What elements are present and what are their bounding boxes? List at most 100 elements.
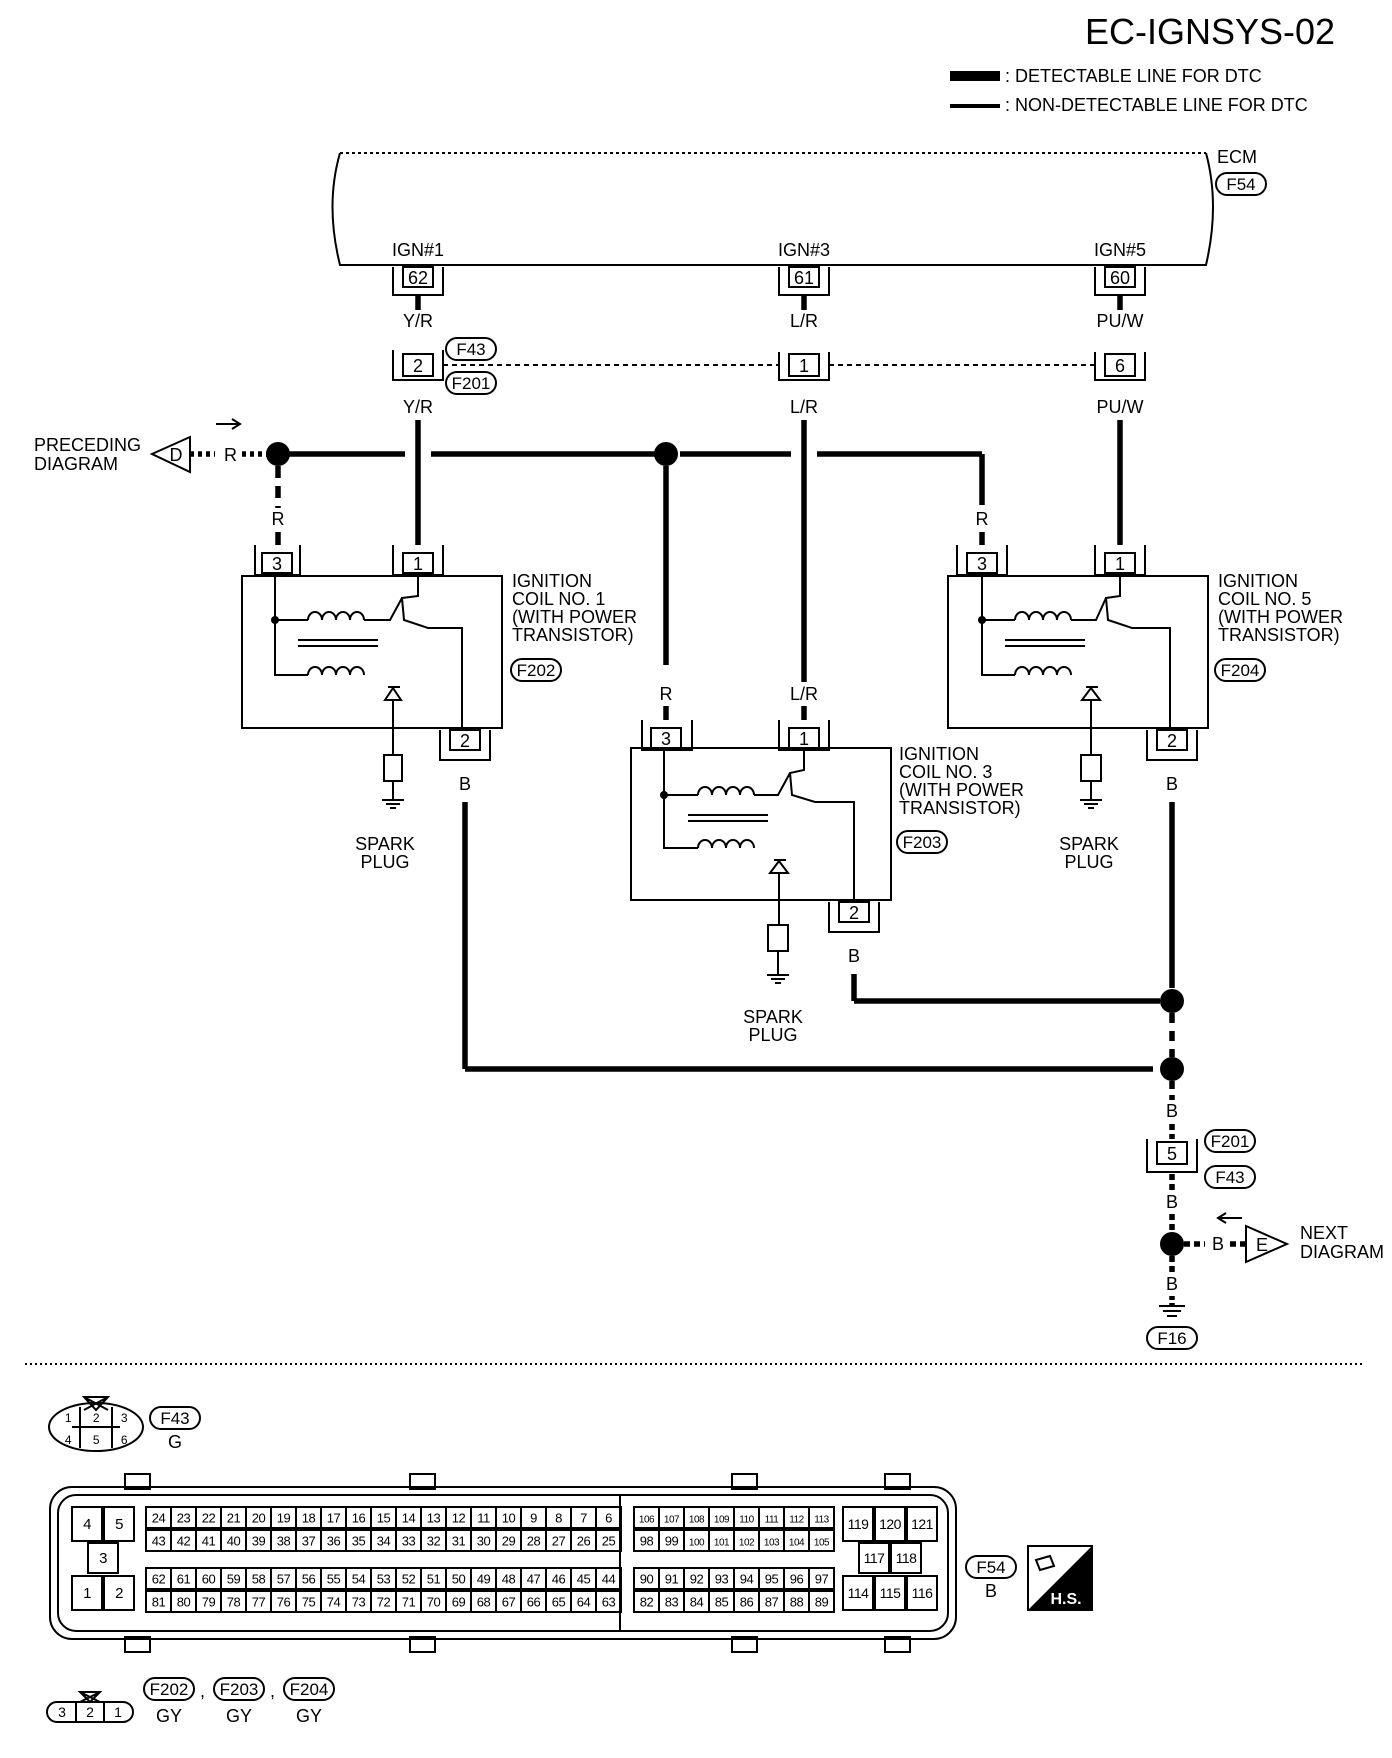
wire-color-lr-upper: L/R xyxy=(790,311,818,331)
f54-pin-72: 72 xyxy=(370,1590,397,1613)
f54-pin-14: 14 xyxy=(395,1506,422,1529)
svg-text:1: 1 xyxy=(799,356,809,376)
svg-text:TRANSISTOR): TRANSISTOR) xyxy=(899,798,1021,818)
svg-text:80: 80 xyxy=(177,1595,191,1610)
f54-pin-46: 46 xyxy=(545,1567,572,1590)
svg-text:85: 85 xyxy=(715,1595,729,1610)
wire-color-r-coil3: R xyxy=(660,684,673,704)
f54-pin-86: 86 xyxy=(733,1590,760,1613)
svg-text:106: 106 xyxy=(639,1515,655,1526)
f54-pin-92: 92 xyxy=(683,1567,710,1590)
svg-text:60: 60 xyxy=(1110,268,1130,288)
f54-pin-80: 80 xyxy=(170,1590,197,1613)
svg-text:57: 57 xyxy=(277,1572,291,1587)
mid-connector-pin-2: 2 xyxy=(392,350,444,381)
f54-pin-94: 94 xyxy=(733,1567,760,1590)
f201-badge-text: F201 xyxy=(452,374,491,393)
svg-text:62: 62 xyxy=(152,1572,166,1587)
f54-pin-54: 54 xyxy=(345,1567,372,1590)
f54-pin-71: 71 xyxy=(395,1590,422,1613)
svg-text:94: 94 xyxy=(740,1572,754,1587)
svg-text:59: 59 xyxy=(227,1572,241,1587)
f54-pin-116: 116 xyxy=(906,1575,938,1611)
preceding-label-1: PRECEDING xyxy=(34,435,141,455)
svg-text:69: 69 xyxy=(452,1595,466,1610)
svg-text:81: 81 xyxy=(152,1595,166,1610)
svg-text:52: 52 xyxy=(402,1572,416,1587)
svg-text:45: 45 xyxy=(577,1572,591,1587)
svg-text:114: 114 xyxy=(848,1585,870,1601)
wire-color-b-main: B xyxy=(1166,1101,1178,1121)
f54-pin-17: 17 xyxy=(320,1506,347,1529)
svg-text:65: 65 xyxy=(552,1595,566,1610)
ground-f43-text: F43 xyxy=(1215,1168,1244,1187)
svg-text:2: 2 xyxy=(849,903,859,923)
f54-pin-83: 83 xyxy=(658,1590,685,1613)
svg-text:104: 104 xyxy=(789,1538,805,1549)
svg-text:89: 89 xyxy=(815,1595,829,1610)
page-title: EC-IGNSYS-02 xyxy=(1085,11,1335,52)
svg-text:4: 4 xyxy=(83,1516,91,1533)
f54-pin-113: 113 xyxy=(808,1506,835,1529)
wire-color-b-coil1: B xyxy=(459,774,471,794)
f54-pin-44: 44 xyxy=(595,1567,622,1590)
junction-b-3 xyxy=(1160,1232,1184,1256)
svg-text:IGNITION: IGNITION xyxy=(1218,571,1298,591)
svg-text:3: 3 xyxy=(977,554,987,574)
ground-connector-pin-5: 5 xyxy=(1146,1139,1198,1173)
f54-pin-38: 38 xyxy=(270,1529,297,1552)
svg-text:3: 3 xyxy=(272,554,282,574)
f54-pin-67: 67 xyxy=(495,1590,522,1613)
svg-text:101: 101 xyxy=(714,1538,730,1549)
svg-text:31: 31 xyxy=(452,1534,466,1549)
svg-text:110: 110 xyxy=(739,1515,754,1526)
svg-text:1: 1 xyxy=(65,1411,72,1425)
f54-pin-108: 108 xyxy=(683,1506,710,1529)
svg-text:PLUG: PLUG xyxy=(360,852,409,872)
svg-text:2: 2 xyxy=(1167,731,1177,751)
f54-pin-84: 84 xyxy=(683,1590,710,1613)
f54-pin-117: 117 xyxy=(858,1542,890,1574)
ecm-connector-code: F54 xyxy=(1226,175,1255,194)
junction-r-1 xyxy=(266,442,290,466)
svg-text:12: 12 xyxy=(452,1511,466,1526)
f54-pin-33: 33 xyxy=(395,1529,422,1552)
svg-text:23: 23 xyxy=(177,1511,191,1526)
svg-text:87: 87 xyxy=(765,1595,779,1610)
svg-text:47: 47 xyxy=(527,1572,541,1587)
ground-f43-badge xyxy=(1204,1165,1256,1189)
svg-text:96: 96 xyxy=(790,1572,804,1587)
junction-r-2 xyxy=(654,442,678,466)
svg-text:88: 88 xyxy=(790,1595,804,1610)
svg-text:F203: F203 xyxy=(903,833,942,852)
f54-pin-19: 19 xyxy=(270,1506,297,1529)
svg-text:20: 20 xyxy=(252,1511,266,1526)
wire-color-lr-coil3: L/R xyxy=(790,684,818,704)
f54-pin-77: 77 xyxy=(245,1590,272,1613)
f54-pin-79: 79 xyxy=(195,1590,222,1613)
f54-pin-104: 104 xyxy=(783,1529,810,1552)
f54-pin-5: 5 xyxy=(103,1506,135,1542)
svg-text:84: 84 xyxy=(690,1595,704,1610)
f54-pin-90: 90 xyxy=(633,1567,660,1590)
svg-text:44: 44 xyxy=(602,1572,616,1587)
svg-text:34: 34 xyxy=(377,1534,391,1549)
f54-pin-112: 112 xyxy=(783,1506,810,1529)
f54-pin-40: 40 xyxy=(220,1529,247,1552)
f54-pin-59: 59 xyxy=(220,1567,247,1590)
preceding-wire-color: R xyxy=(224,445,237,465)
svg-text:75: 75 xyxy=(302,1595,316,1610)
svg-text:24: 24 xyxy=(152,1511,166,1526)
f54-pin-23: 23 xyxy=(170,1506,197,1529)
f54-pin-73: 73 xyxy=(345,1590,372,1613)
f54-pin-82: 82 xyxy=(633,1590,660,1613)
svg-text:4: 4 xyxy=(65,1433,72,1447)
arrow-left-icon xyxy=(1216,1212,1242,1224)
f54-pin-87: 87 xyxy=(758,1590,785,1613)
svg-text:2: 2 xyxy=(93,1411,100,1425)
f54-pin-114: 114 xyxy=(842,1575,874,1611)
svg-text:11: 11 xyxy=(477,1511,490,1526)
svg-text:F204: F204 xyxy=(290,1680,329,1699)
wire-color-puw-lower: PU/W xyxy=(1097,397,1144,417)
